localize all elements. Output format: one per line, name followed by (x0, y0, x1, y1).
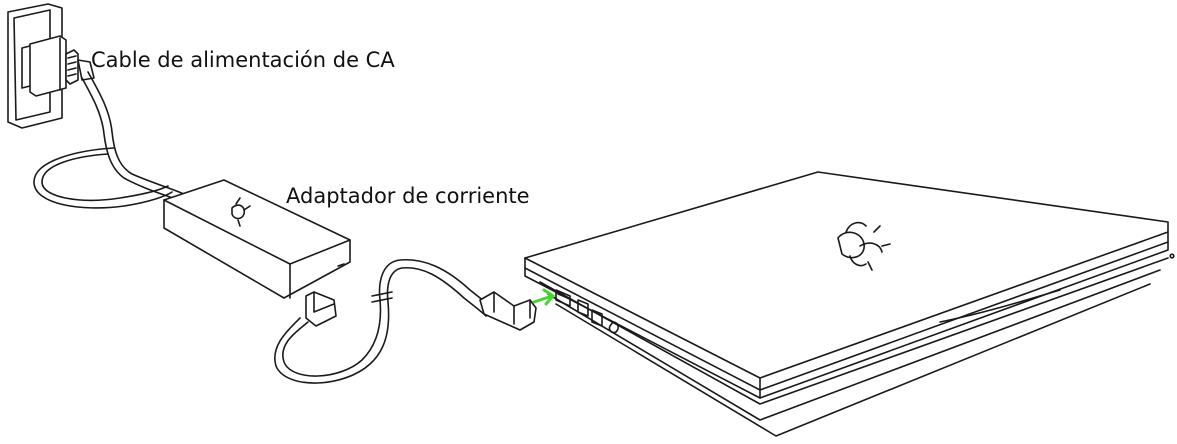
dc-cable (274, 258, 493, 384)
insert-arrow-icon (532, 288, 555, 306)
laptop (524, 171, 1175, 437)
power-adapter (163, 179, 351, 327)
ac-cable-label: Cable de alimentación de CA (91, 48, 395, 72)
ac-plug (29, 35, 95, 97)
ac-cable (33, 71, 185, 209)
power-adapter-label: Adaptador de corriente (286, 184, 530, 208)
dc-plug (479, 291, 537, 331)
